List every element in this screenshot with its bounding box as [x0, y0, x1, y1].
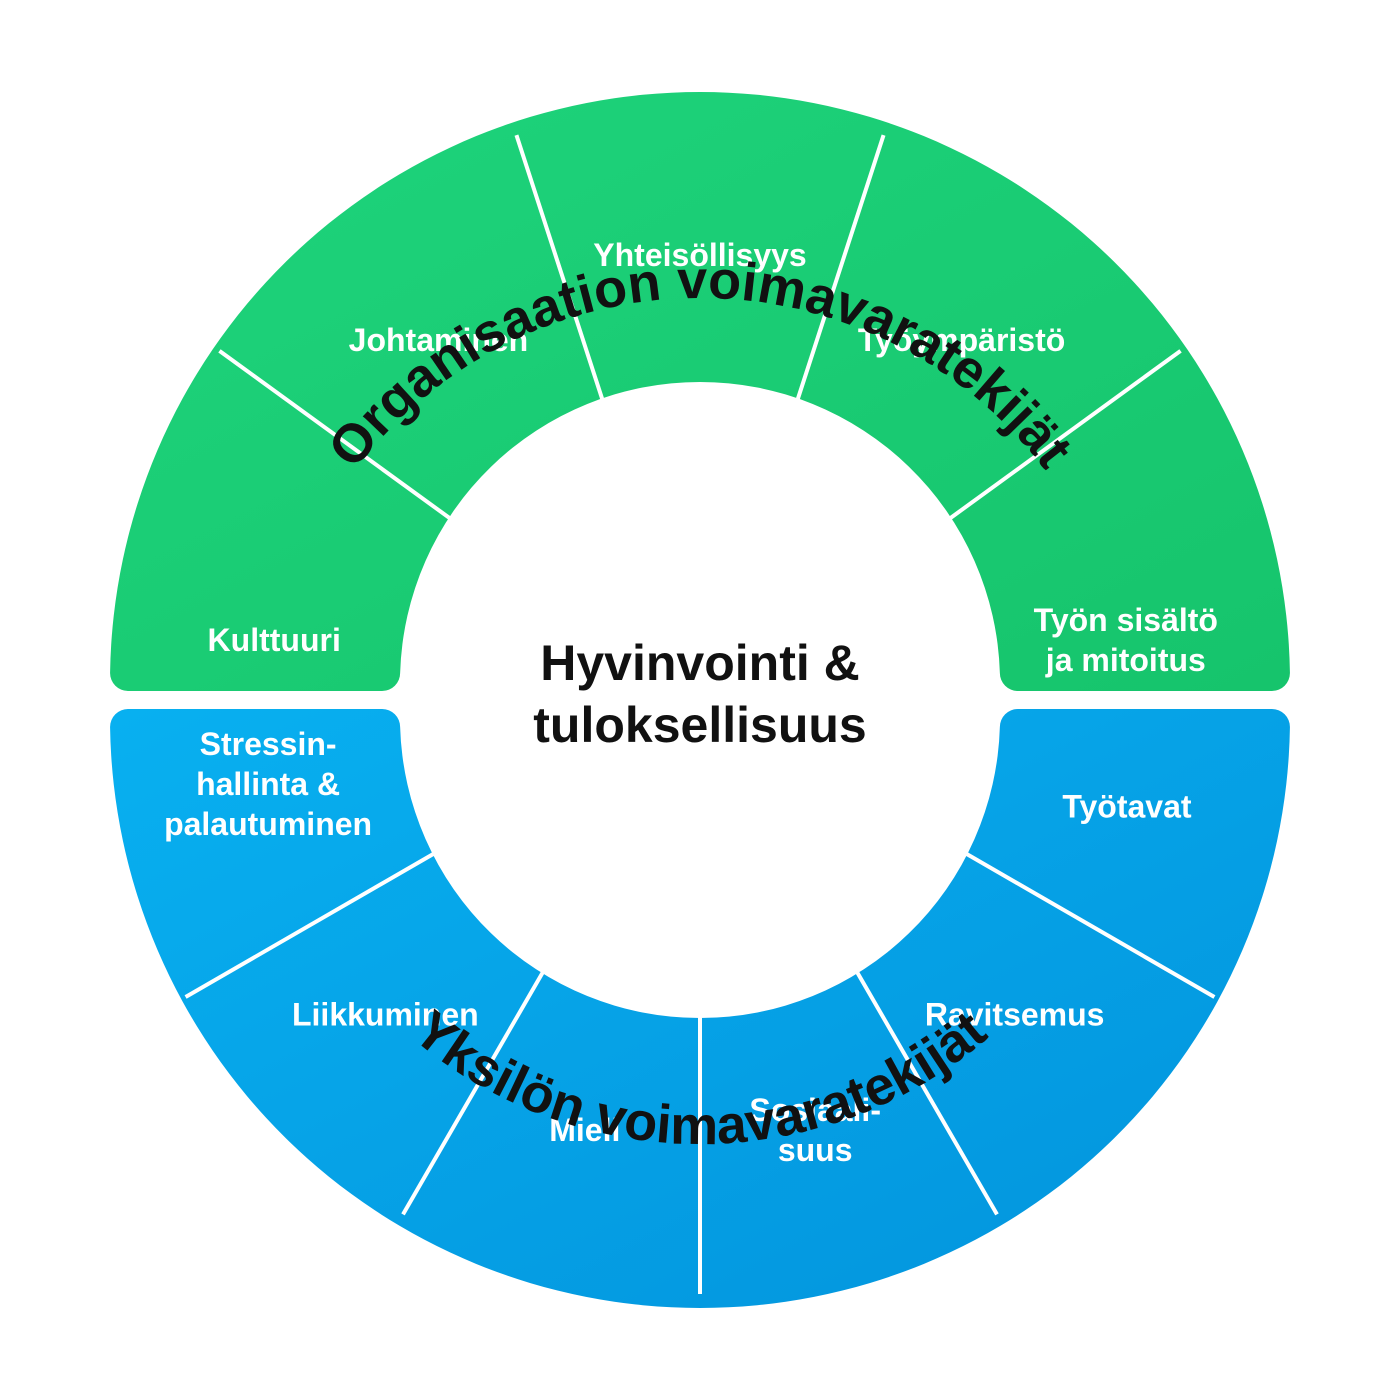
segment-label-line: Sosiaali-	[749, 1092, 881, 1128]
segment-dividers	[184, 134, 1216, 1294]
bottom-segment-divider	[184, 846, 445, 999]
center-title-line-1: Hyvinvointi &	[540, 635, 859, 691]
bottom_group-segment-label: Stressin-hallinta & palautuminen	[164, 726, 372, 842]
segment-label-line: Työtavat	[1062, 788, 1192, 824]
segment-label-line: ja mitoitus	[1045, 642, 1206, 678]
segment-labels: Kulttuuri Johtaminen YhteisöllisyysTyöympä…	[164, 237, 1218, 1168]
center-title-line-2: tuloksellisuus	[533, 697, 866, 753]
top_group-segment-label: Yhteisöllisyys	[593, 237, 806, 273]
segment-label-line: Yhteisöllisyys	[593, 237, 806, 273]
top-segment-divider	[514, 134, 611, 420]
segment-label-line: Stressin-	[200, 726, 337, 762]
segment-label-line: Työn sisältö	[1034, 602, 1218, 638]
top_group-segment-label: Työn sisältö ja mitoitus	[1034, 602, 1218, 678]
individual-resources-ring	[110, 709, 1290, 1309]
individual-resources-band	[110, 709, 1290, 1309]
top-segment-divider	[938, 349, 1182, 528]
segment-label-line: suus	[778, 1132, 853, 1168]
segment-label-line: hallinta &	[196, 766, 340, 802]
bottom_group-segment-label: Sosiaali-suus	[749, 1092, 881, 1168]
bottom_group-segment-label: Mieli	[549, 1112, 620, 1148]
bottom-segment-divider	[401, 955, 554, 1216]
organisation-resources-band	[110, 91, 1290, 691]
top-segment-divider	[218, 349, 462, 528]
segment-label-line: Liikkuminen	[292, 997, 479, 1033]
segment-label-line: Johtaminen	[349, 322, 529, 358]
center-disc	[400, 400, 1000, 1000]
top-segment-divider	[789, 134, 886, 420]
bottom_group-segment-label: Liikkuminen	[292, 997, 479, 1033]
top_group-segment-label: Kulttuuri	[208, 622, 341, 658]
top_group-segment-label: Työympäristö	[858, 322, 1065, 358]
bottom_group-segment-label: Työtavat	[1062, 788, 1192, 824]
segment-label-line: Mieli	[549, 1112, 620, 1148]
bottom-segment-divider	[846, 955, 999, 1216]
segment-label-line: Työympäristö	[858, 322, 1065, 358]
segment-label-line: Kulttuuri	[208, 622, 341, 658]
organisation-resources-ring	[110, 91, 1290, 691]
center-circle: Hyvinvointi & tuloksellisuus	[533, 635, 866, 753]
segment-label-line: palautuminen	[164, 806, 372, 842]
top_group-segment-label: Johtaminen	[349, 322, 529, 358]
bottom-segment-divider	[955, 846, 1216, 999]
bottom_group-segment-label: Ravitsemus	[925, 997, 1105, 1033]
segment-label-line: Ravitsemus	[925, 997, 1105, 1033]
